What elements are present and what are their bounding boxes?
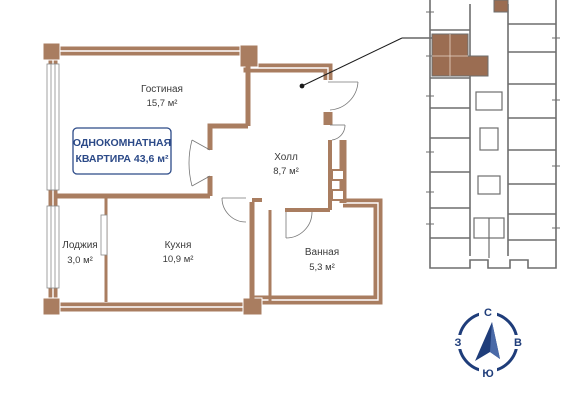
compass-east: В bbox=[514, 337, 522, 349]
utility-shafts bbox=[331, 169, 345, 201]
hall-area: 8,7 м² bbox=[273, 166, 299, 177]
badge-line-1: ОДНОКОМНАТНАЯ bbox=[73, 137, 171, 149]
location-pointer bbox=[299, 37, 432, 89]
windows bbox=[46, 63, 108, 289]
apartment-plan: Гостиная 15,7 м² Холл 8,7 м² Лоджия 3,0 … bbox=[42, 37, 432, 316]
compass-west: З bbox=[455, 337, 462, 349]
compass: С Ю З В bbox=[451, 305, 525, 380]
compass-north: С bbox=[484, 307, 492, 319]
loggia-name: Лоджия bbox=[62, 240, 97, 251]
hall-name: Холл bbox=[274, 152, 298, 163]
apartment-type-badge: ОДНОКОМНАТНАЯ КВАРТИРА 43,6 м² bbox=[72, 127, 172, 175]
highlight-details bbox=[432, 34, 468, 76]
living-room-area: 15,7 м² bbox=[147, 98, 178, 109]
bathroom-area: 5,3 м² bbox=[309, 262, 335, 273]
loggia-area: 3,0 м² bbox=[67, 255, 93, 266]
doors bbox=[188, 81, 359, 239]
highlighted-apartment bbox=[431, 0, 509, 77]
badge-line-2: КВАРТИРА 43,6 м² bbox=[75, 153, 169, 165]
living-room-name: Гостиная bbox=[141, 84, 183, 95]
kitchen-name: Кухня bbox=[165, 240, 192, 251]
building-key-plan bbox=[426, 0, 560, 269]
kitchen-area: 10,9 м² bbox=[163, 254, 194, 265]
bathroom-name: Ванная bbox=[305, 247, 339, 258]
inner-walls bbox=[57, 60, 332, 302]
compass-south: Ю bbox=[482, 368, 493, 380]
